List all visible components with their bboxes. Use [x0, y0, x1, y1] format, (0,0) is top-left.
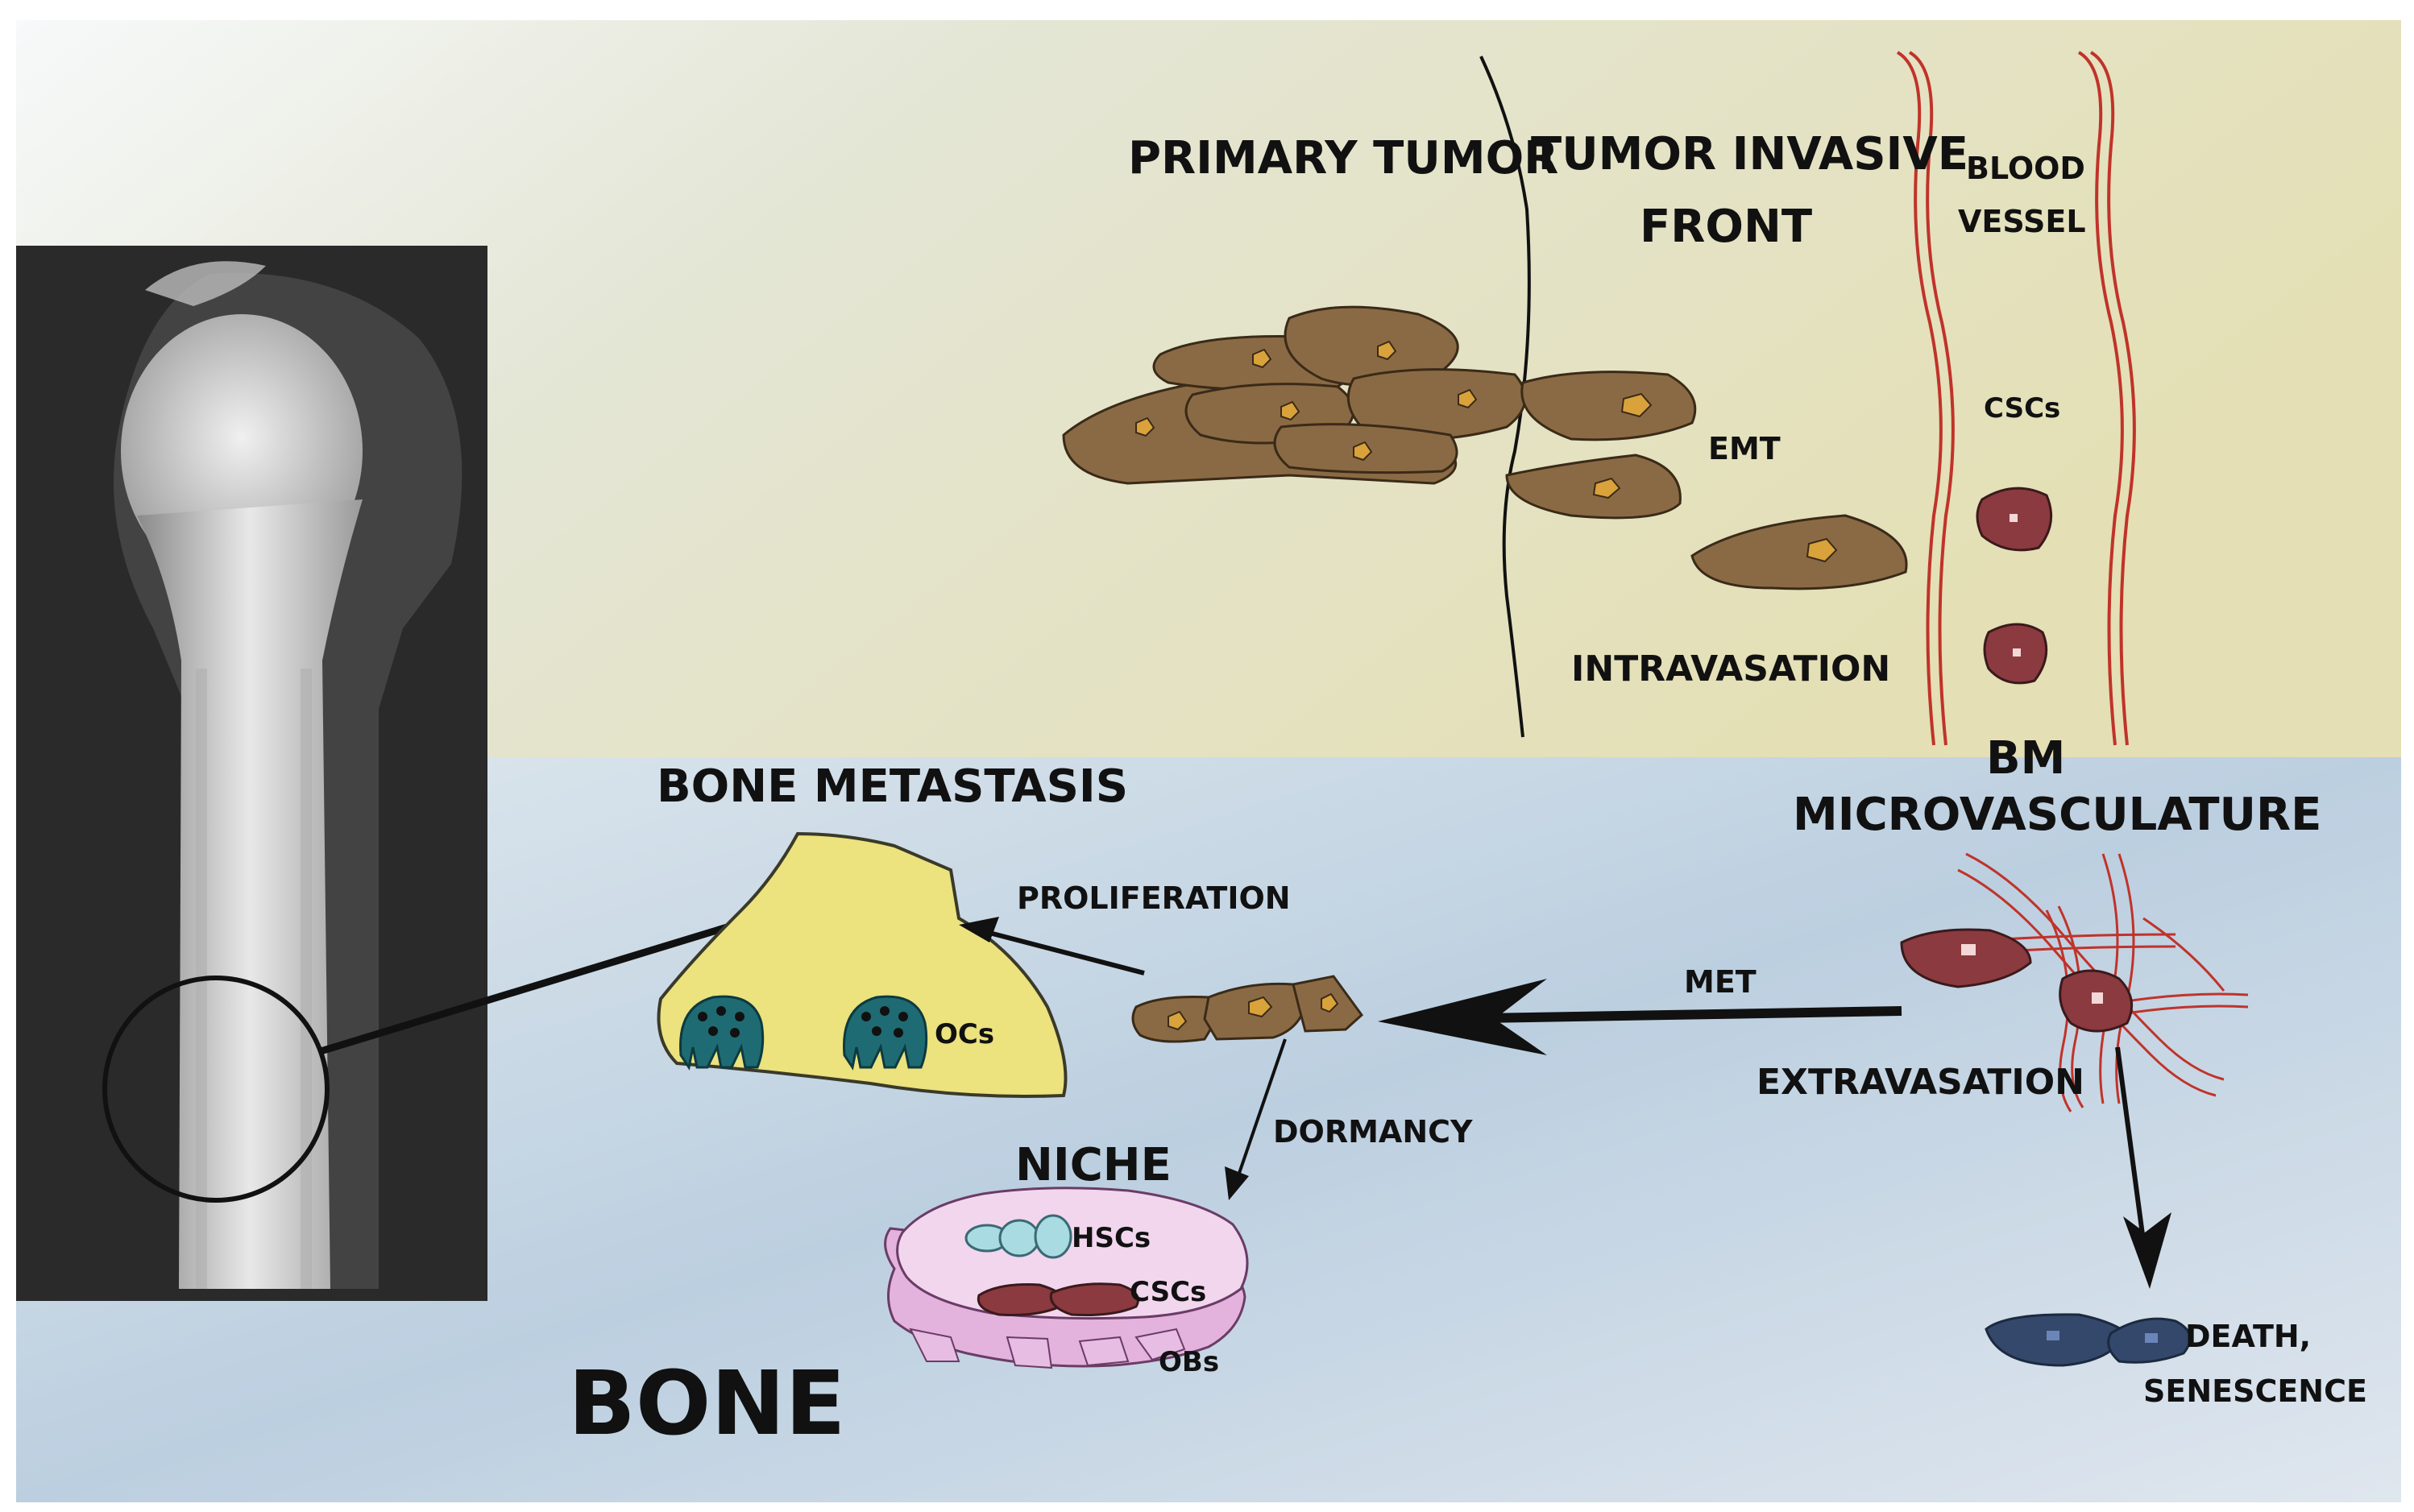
- death-arrow: [2115, 1046, 2171, 1289]
- label-microvasculature: MICROVASCULATURE: [1793, 789, 2321, 841]
- proliferation-arrow: [970, 926, 1145, 976]
- label-obs: OBs: [1159, 1346, 1219, 1378]
- dormancy-arrow: [1235, 1038, 1287, 1181]
- magnify-connector-line: [319, 913, 763, 1055]
- label-niche: NICHE: [1015, 1139, 1172, 1191]
- label-emt: EMT: [1708, 431, 1781, 466]
- emt-cells: [1505, 371, 1908, 590]
- hsc-cells: [964, 1214, 1072, 1259]
- disseminated-nuclei: [1168, 992, 1339, 1031]
- osteoclast-icon: [679, 995, 765, 1071]
- label-primary-tumor: PRIMARY TUMOR: [1128, 132, 1558, 184]
- osteoclast-icon: [843, 995, 928, 1071]
- label-invasive-front-2: FRONT: [1640, 201, 1812, 253]
- label-invasive-front-1: TUMOR INVASIVE: [1531, 128, 1968, 180]
- bm-csc-cells: [1900, 928, 2134, 1033]
- bm-csc-nuclei: [1961, 944, 2103, 1004]
- niche-csc-cells: [977, 1282, 1139, 1317]
- osteoclast-icons: [679, 995, 928, 1071]
- magnified-region-circle: [102, 976, 330, 1203]
- label-cscs-vessel: CSCs: [1984, 392, 2060, 425]
- emt-nuclei: [1592, 392, 1838, 563]
- label-extravasation: EXTRAVASATION: [1757, 1062, 2084, 1103]
- vessel-csc-nuclei: [2010, 514, 2021, 657]
- label-senescence: SENESCENCE: [2143, 1373, 2367, 1409]
- label-intravasation: INTRAVASATION: [1571, 648, 1890, 690]
- primary-tumor-cells: [1062, 305, 1527, 485]
- primary-tumor-nuclei: [1135, 340, 1478, 462]
- label-cscs-niche: CSCs: [1130, 1276, 1206, 1308]
- label-met: MET: [1684, 964, 1757, 1000]
- dead-cells: [1985, 1313, 2192, 1367]
- label-bm: BM: [1986, 732, 2065, 785]
- label-hscs: HSCs: [1072, 1222, 1151, 1254]
- label-ocs: OCs: [935, 1018, 994, 1050]
- met-arrow: [1378, 979, 1902, 1055]
- dead-cell-nuclei: [2047, 1331, 2158, 1343]
- label-death: DEATH,: [2185, 1319, 2311, 1354]
- label-blood-vessel-1: BLOOD: [1966, 151, 2085, 186]
- blood-vessel: [1896, 51, 2136, 746]
- label-dormancy: DORMANCY: [1273, 1114, 1473, 1150]
- xray-humerus-image: [16, 246, 487, 1301]
- label-proliferation: PROLIFERATION: [1017, 880, 1291, 916]
- label-bone-metastasis: BONE METASTASIS: [657, 760, 1128, 813]
- invasive-front-line: [1479, 56, 1531, 738]
- label-blood-vessel-2: VESSEL: [1958, 204, 2086, 239]
- label-bone: BONE: [568, 1352, 846, 1455]
